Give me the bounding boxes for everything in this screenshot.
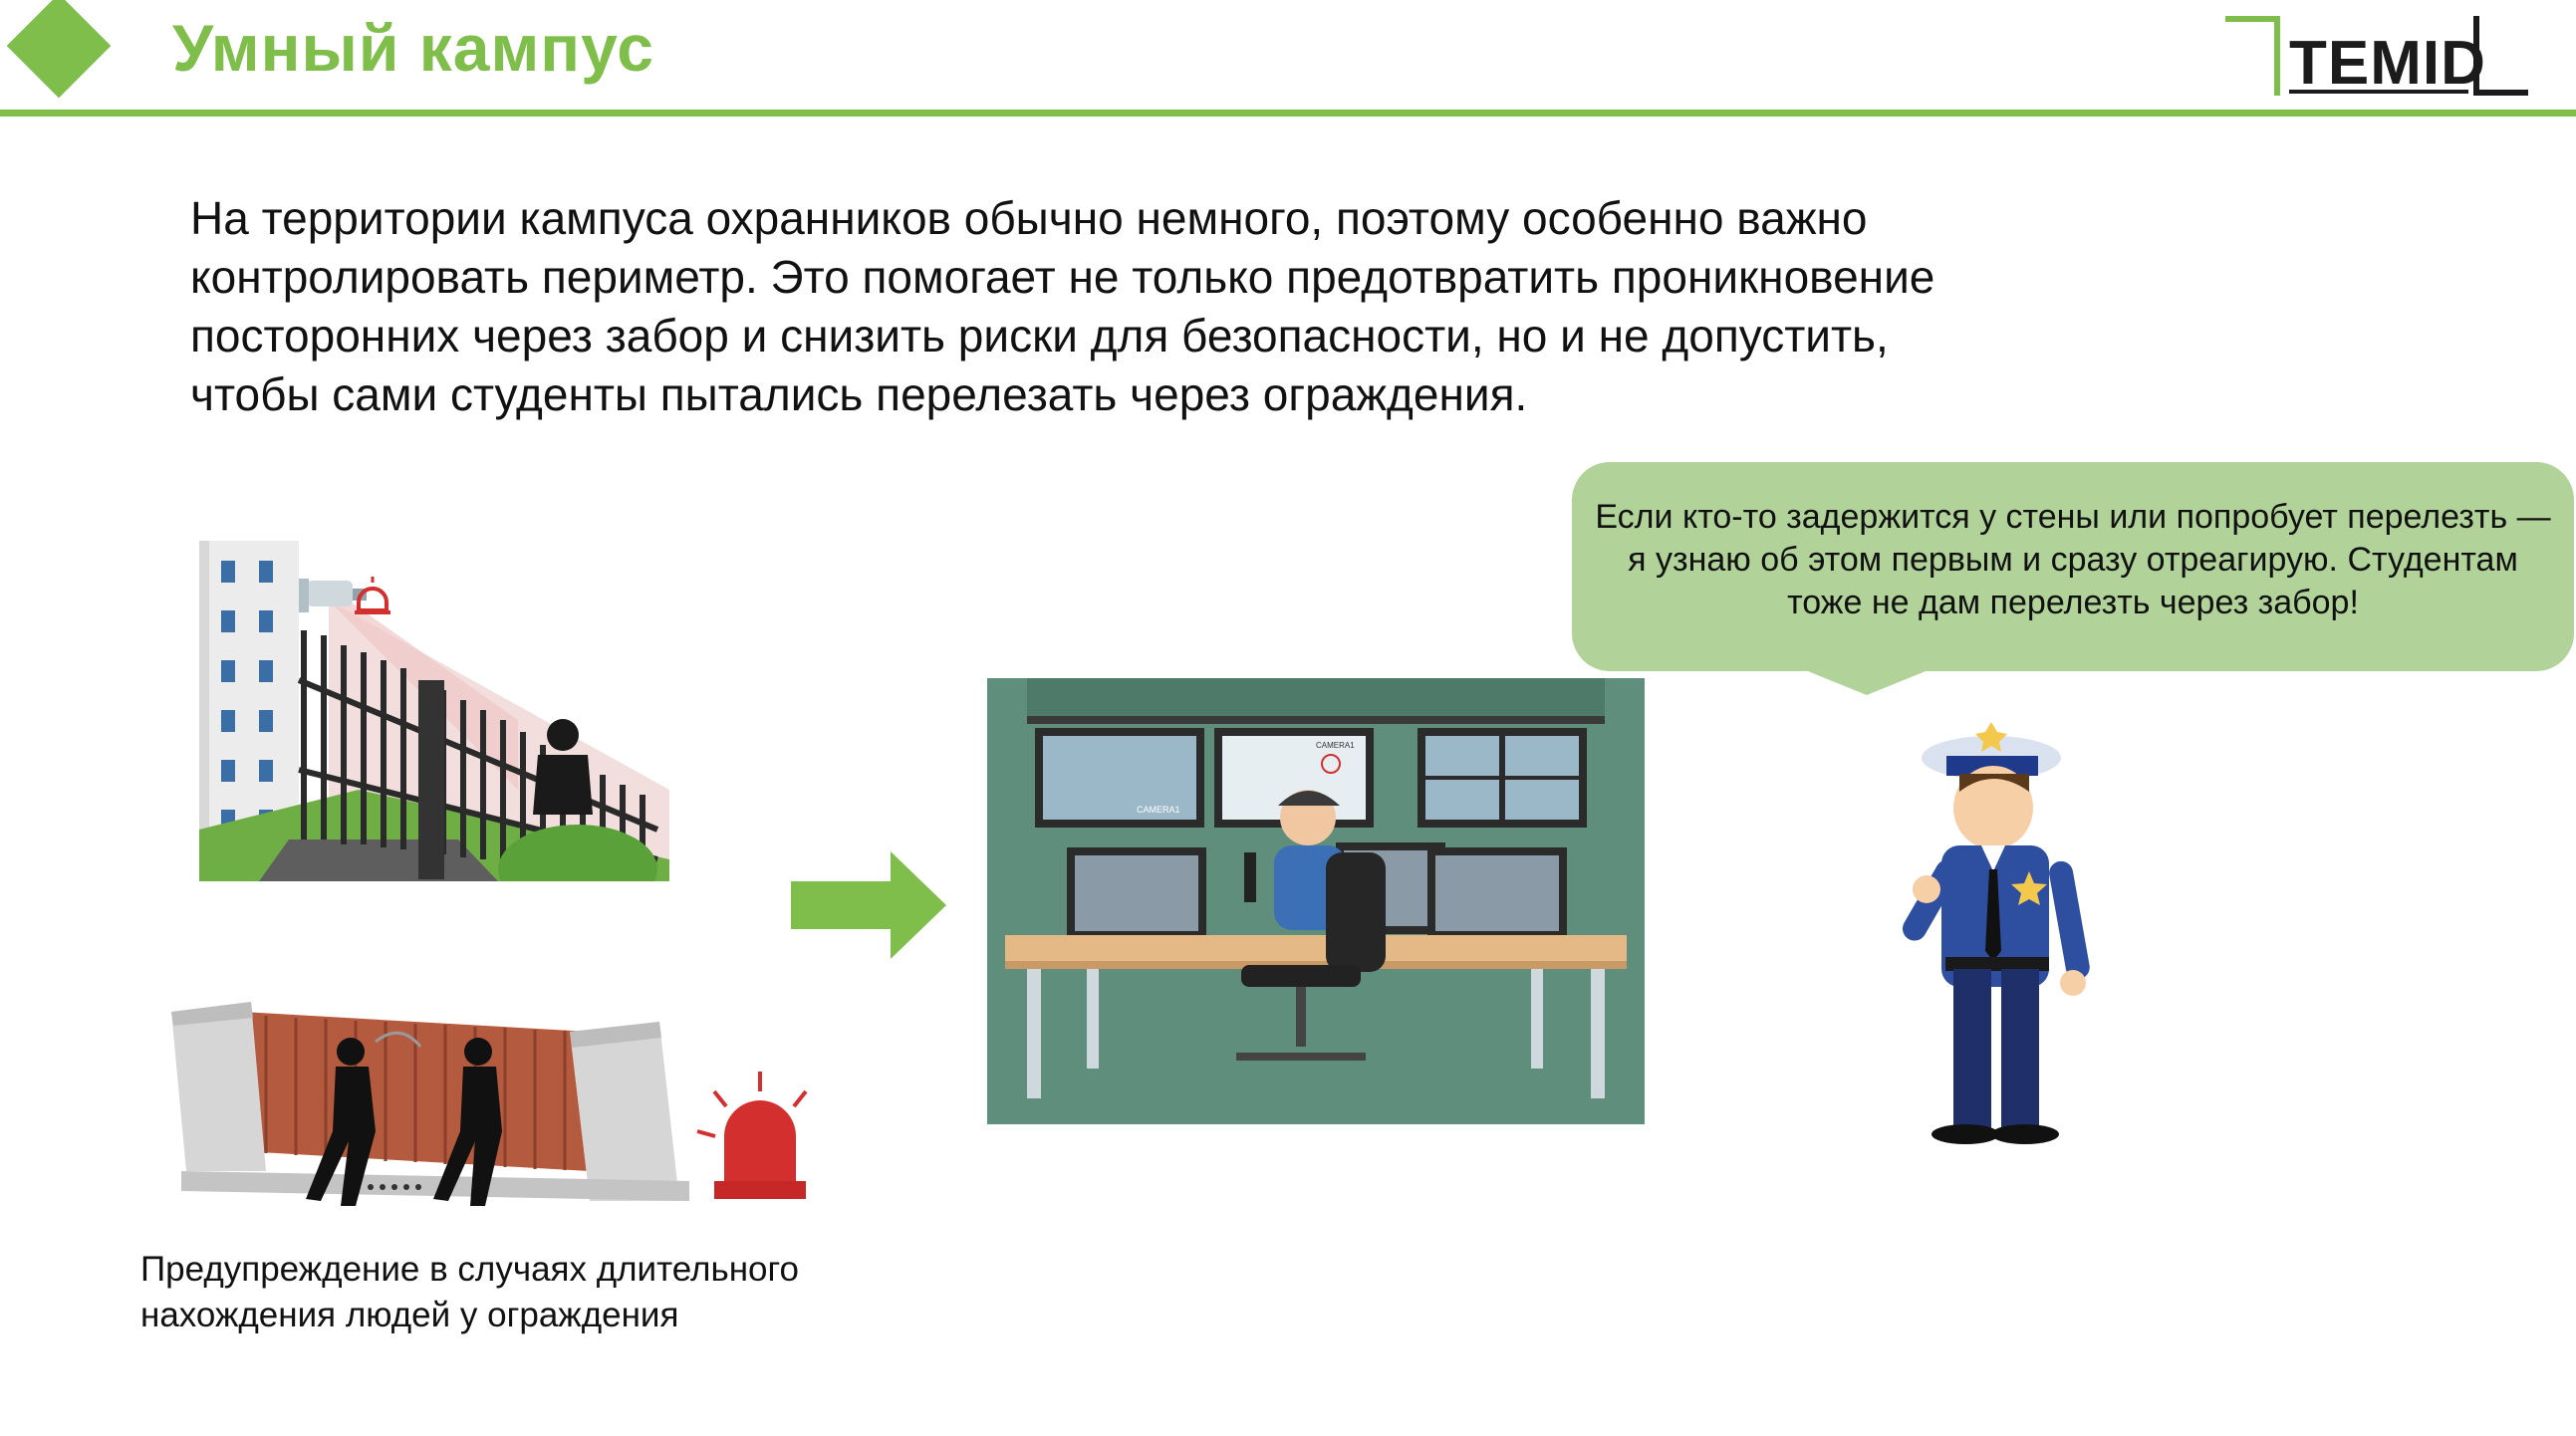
arrow-right-icon — [791, 851, 946, 959]
speech-bubble — [1572, 462, 2574, 671]
siren-icon — [696, 1072, 808, 1199]
diamond-icon — [6, 0, 112, 99]
wall-monitor-3 — [1417, 728, 1587, 828]
svg-text:CAMERA1: CAMERA1 — [1316, 741, 1355, 750]
office-chair — [1236, 852, 1386, 1061]
intro-paragraph: На территории кампуса охранников обычно … — [190, 192, 1935, 420]
desk-monitor-left — [1067, 847, 1206, 959]
wall-monitor-2: CAMERA1 — [1214, 728, 1374, 828]
intruder-figure — [533, 719, 593, 815]
speech-bubble-tail — [1793, 665, 1940, 695]
temid-logo: TEMID — [2225, 14, 2530, 104]
fence-camera-illustration — [199, 541, 669, 881]
page-title: Умный кампус — [172, 11, 654, 85]
speech-bubble-text: Если кто-то задержится у стены или попро… — [1595, 498, 2551, 621]
svg-text:CAMERA1: CAMERA1 — [1137, 805, 1180, 815]
dotted-trail — [368, 1184, 421, 1190]
walking-person-1 — [306, 1038, 376, 1206]
logo-frame — [2225, 16, 2528, 96]
police-officer-illustration — [1903, 722, 2090, 1144]
control-room-illustration: CAMERA1 CAMERA1 — [987, 678, 1645, 1124]
loitering-illustration — [171, 1002, 808, 1206]
path-arrow — [375, 1031, 422, 1048]
logo-text: TEMID — [2289, 29, 2486, 98]
camera-icon — [299, 579, 367, 612]
badge-star-icon — [1975, 722, 2007, 752]
wall-monitor-1: CAMERA1 — [1035, 728, 1204, 828]
header: Умный кампус TEMID — [0, 0, 2576, 120]
illustration-caption: Предупреждение в случаях длительного нах… — [140, 1250, 799, 1334]
walking-person-2 — [433, 1038, 502, 1206]
siren-icon — [355, 577, 390, 614]
badge-star-icon — [2011, 871, 2047, 905]
header-divider — [0, 110, 2576, 117]
